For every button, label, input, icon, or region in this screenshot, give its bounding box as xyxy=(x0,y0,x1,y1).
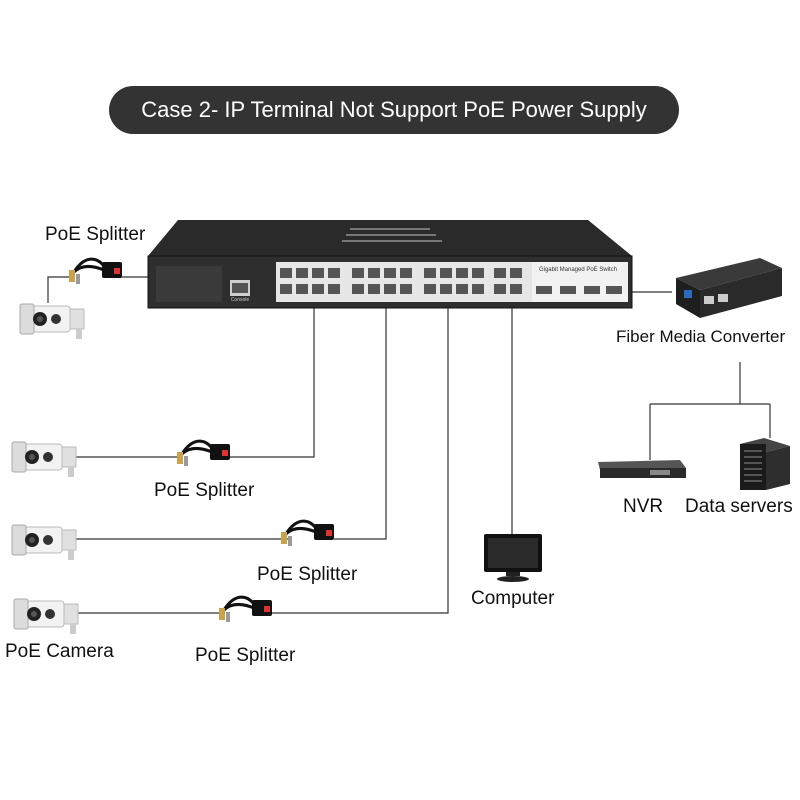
label-poe-splitter-2: PoE Splitter xyxy=(257,564,358,585)
switch-console-label: Console xyxy=(231,297,250,303)
label-computer: Computer xyxy=(471,588,555,609)
poe-splitter-icon xyxy=(217,595,274,624)
poe-splitter-icon xyxy=(67,257,124,286)
camera-icon xyxy=(11,524,77,561)
label-nvr: NVR xyxy=(623,496,664,517)
label-poe-splitter-top: PoE Splitter xyxy=(45,224,146,245)
label-poe-splitter-1: PoE Splitter xyxy=(154,480,255,501)
poe-splitter-icon xyxy=(175,439,232,468)
camera-icon xyxy=(19,303,85,340)
poe-splitter-icon xyxy=(279,519,336,548)
label-poe-camera: PoE Camera xyxy=(5,641,114,662)
monitor-icon xyxy=(484,534,542,582)
page-title: Case 2- IP Terminal Not Support PoE Powe… xyxy=(109,86,679,134)
label-data-servers: Data servers xyxy=(685,496,793,517)
media-converter-icon xyxy=(676,258,782,318)
label-fiber-media-converter: Fiber Media Converter xyxy=(616,327,786,346)
server-icon xyxy=(740,438,790,490)
nvr-icon xyxy=(598,460,686,478)
camera-icon xyxy=(11,441,77,478)
poe-switch: Gigabit Managed PoE Switch Console xyxy=(147,220,633,309)
label-poe-splitter-3: PoE Splitter xyxy=(195,645,296,666)
switch-model-label: Gigabit Managed PoE Switch xyxy=(539,267,617,273)
camera-icon xyxy=(13,598,79,635)
connection-lines xyxy=(47,276,771,614)
